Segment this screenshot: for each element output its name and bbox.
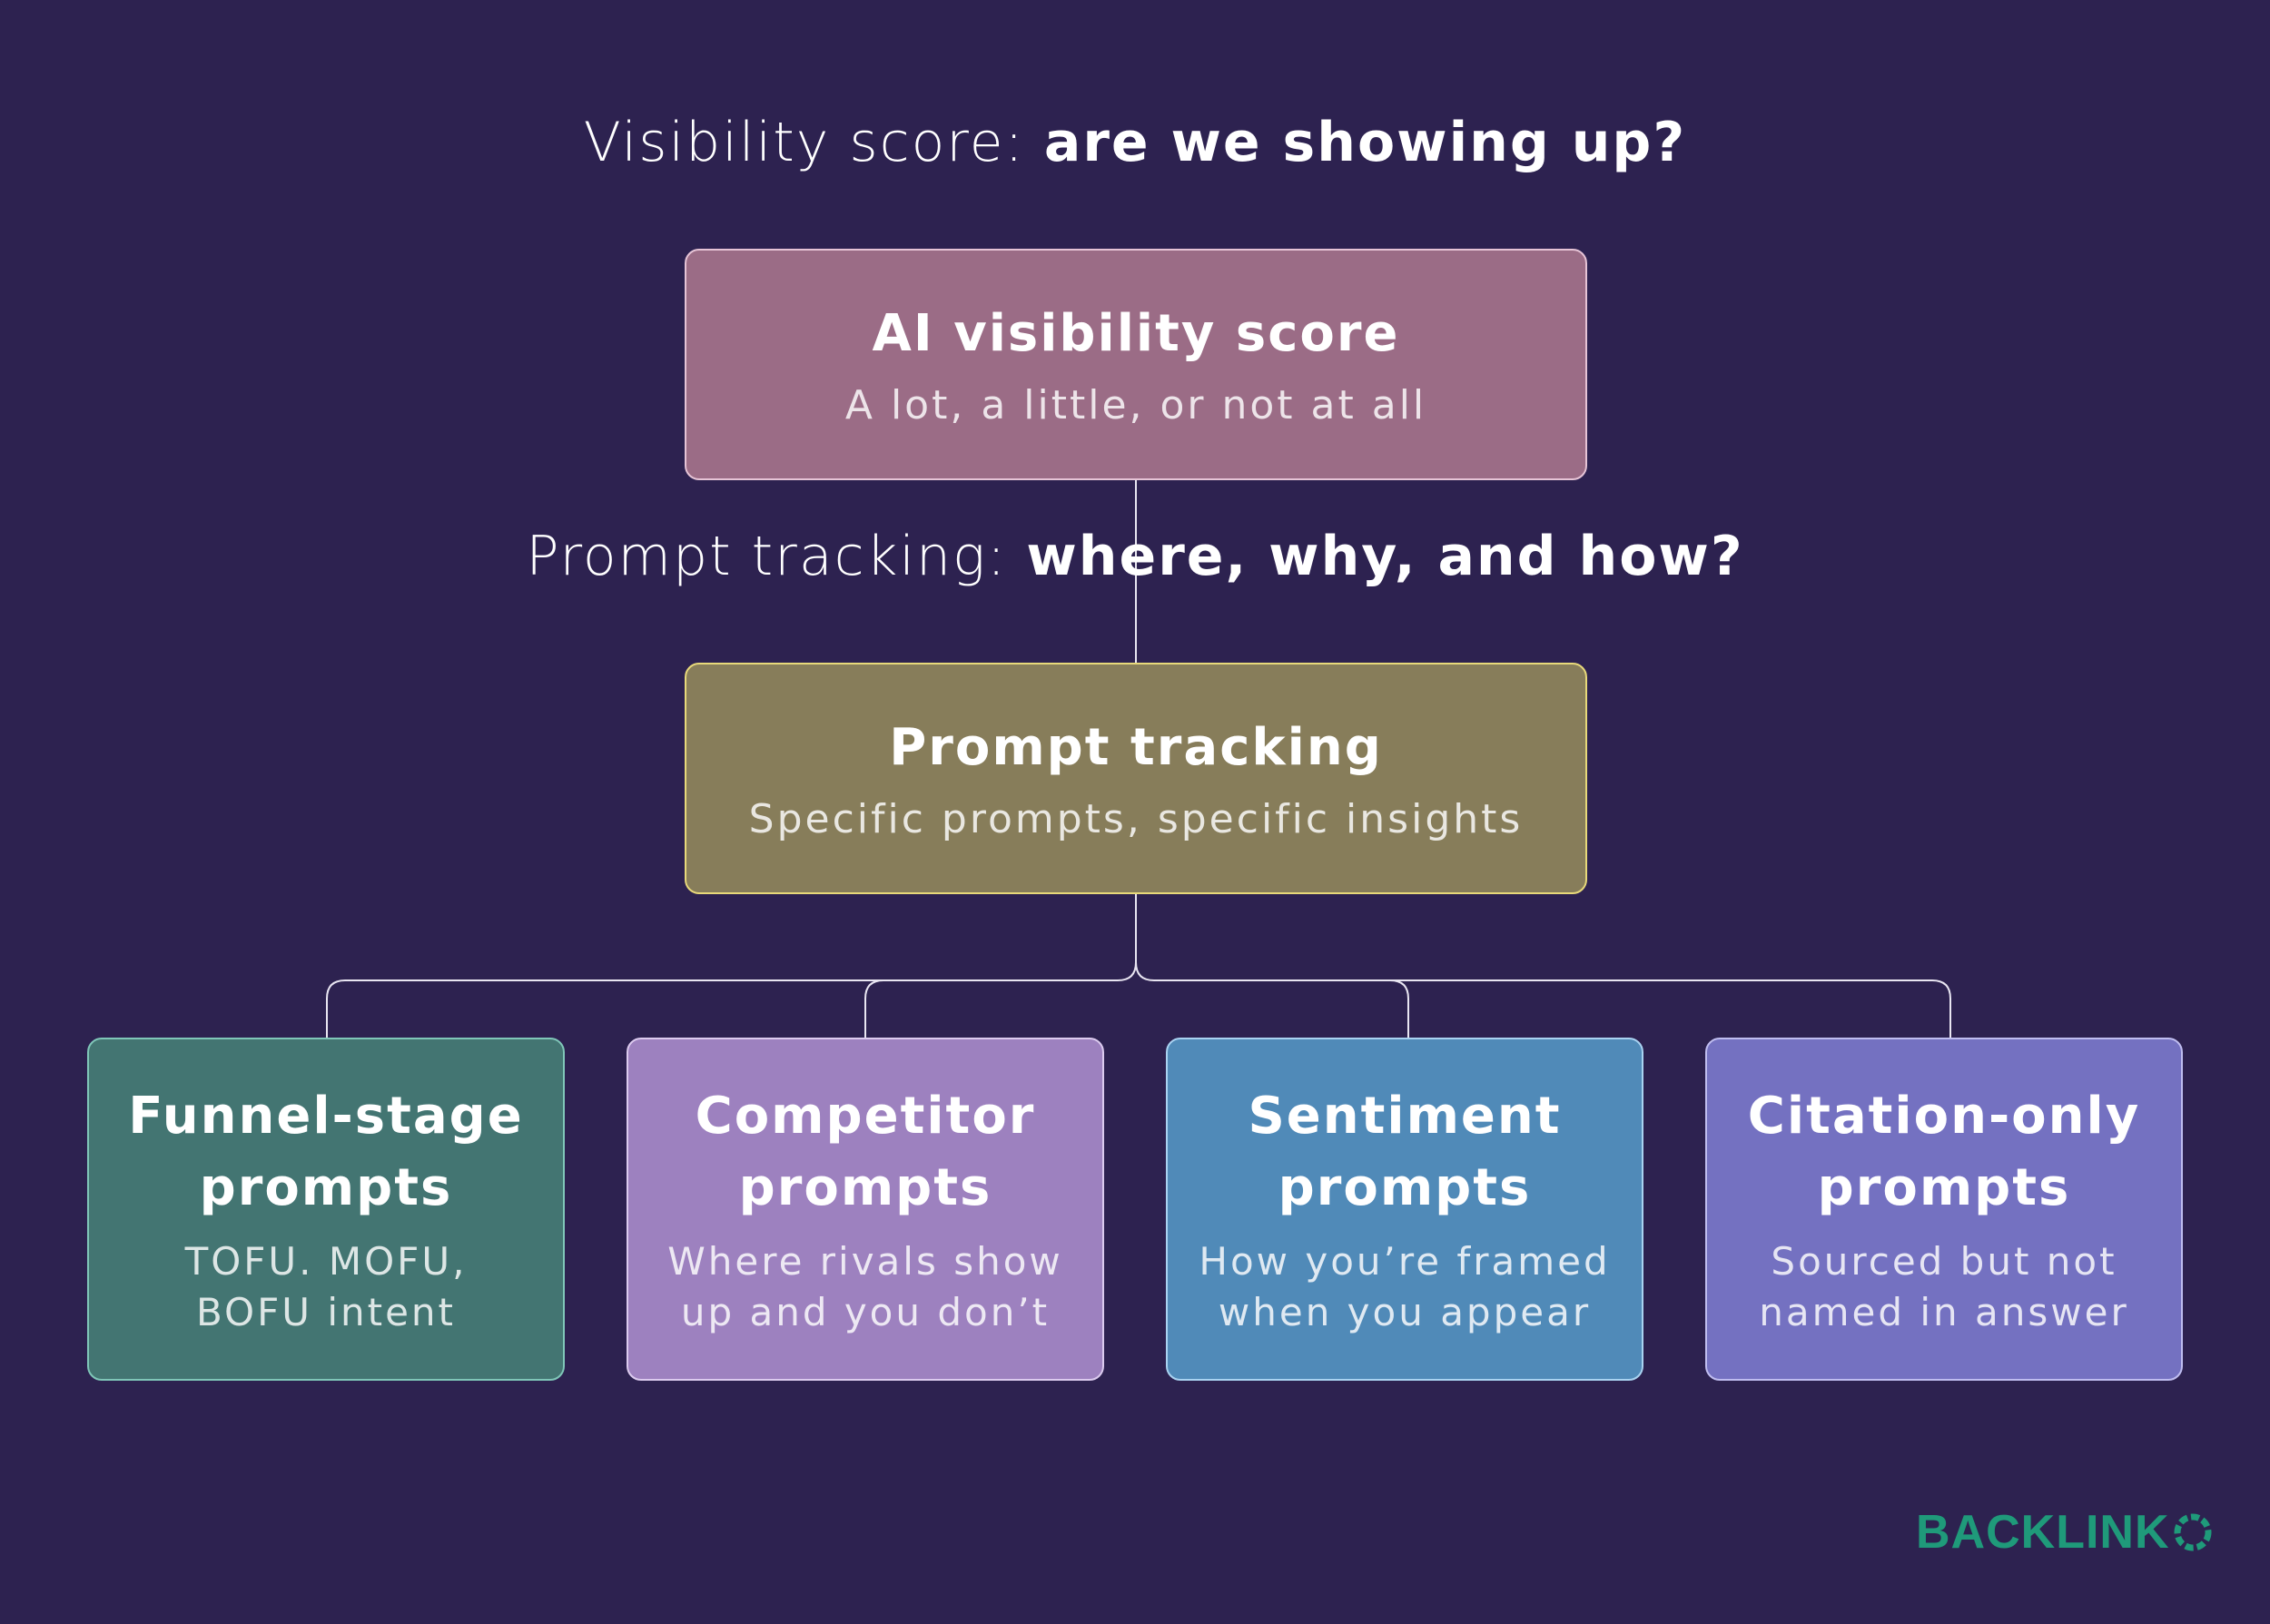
card-subtitle-line-2: when you appear [1218, 1290, 1592, 1334]
competitor-prompts-card: Competitor prompts Where rivals show up an… [627, 1038, 1104, 1381]
card-subtitle-line-1: Sourced but not [1771, 1239, 2117, 1284]
prompt-tracking-heading-bold: where, why, and how? [1026, 525, 1744, 588]
ai-visibility-subtitle: A lot, a little, or not at all [844, 381, 1427, 428]
logo-text: BACKLINK [1916, 1506, 2170, 1559]
prompt-tracking-heading-light: Prompt tracking: [526, 525, 1027, 588]
card-subtitle-line-1: How you’re framed [1199, 1239, 1611, 1284]
card-title-line-2: prompts [738, 1158, 992, 1217]
logo-ring-icon [2174, 1513, 2212, 1551]
ai-visibility-title: AI visibility score [872, 303, 1400, 363]
sentiment-prompts-card: Sentiment prompts How you’re framed when y… [1166, 1038, 1643, 1381]
card-subtitle-line-1: TOFU. MOFU, [184, 1239, 468, 1284]
prompt-tracking-heading: Prompt tracking: where, why, and how? [0, 525, 2270, 588]
card-title-line-1: Citation-only [1747, 1087, 2141, 1146]
visibility-heading-light: Visibility score: [583, 111, 1044, 174]
citation-only-prompts-card: Citation-only prompts Sourced but not name… [1705, 1038, 2183, 1381]
card-subtitle-line-2: up and you don’t [680, 1290, 1051, 1334]
ai-visibility-score-box: AI visibility score A lot, a little, or … [685, 249, 1587, 480]
visibility-heading-bold: are we showing up? [1043, 111, 1687, 174]
card-subtitle: Sourced but not named in answer [1759, 1236, 2128, 1338]
card-title-line-1: Sentiment [1248, 1087, 1562, 1146]
prompt-tracking-title: Prompt tracking [889, 717, 1383, 777]
funnel-stage-prompts-card: Funnel-stage prompts TOFU. MOFU, BOFU inte… [87, 1038, 565, 1381]
card-title: Competitor prompts [696, 1080, 1036, 1224]
card-subtitle-line-1: Where rivals show [667, 1239, 1063, 1284]
card-subtitle: Where rivals show up and you don’t [667, 1236, 1063, 1338]
card-title-line-1: Funnel-stage [128, 1087, 524, 1146]
card-subtitle: How you’re framed when you appear [1199, 1236, 1610, 1338]
prompt-tracking-subtitle: Specific prompts, specific insights [748, 795, 1524, 842]
visibility-heading: Visibility score: are we showing up? [0, 111, 2270, 174]
prompt-tracking-box: Prompt tracking Specific prompts, specif… [685, 663, 1587, 894]
card-subtitle: TOFU. MOFU, BOFU intent [185, 1236, 468, 1338]
backlinko-logo: BACKLINK [1916, 1505, 2214, 1560]
card-title-line-2: prompts [199, 1158, 453, 1217]
card-subtitle-line-2: named in answer [1759, 1290, 2129, 1334]
card-title: Sentiment prompts [1248, 1080, 1561, 1224]
card-title: Funnel-stage prompts [128, 1080, 523, 1224]
card-title-line-1: Competitor [695, 1087, 1036, 1146]
card-title-line-2: prompts [1278, 1158, 1532, 1217]
card-subtitle-line-2: BOFU intent [195, 1290, 457, 1334]
card-title-line-2: prompts [1817, 1158, 2071, 1217]
card-title: Citation-only prompts [1748, 1080, 2140, 1224]
connector-branches [326, 894, 1951, 1038]
